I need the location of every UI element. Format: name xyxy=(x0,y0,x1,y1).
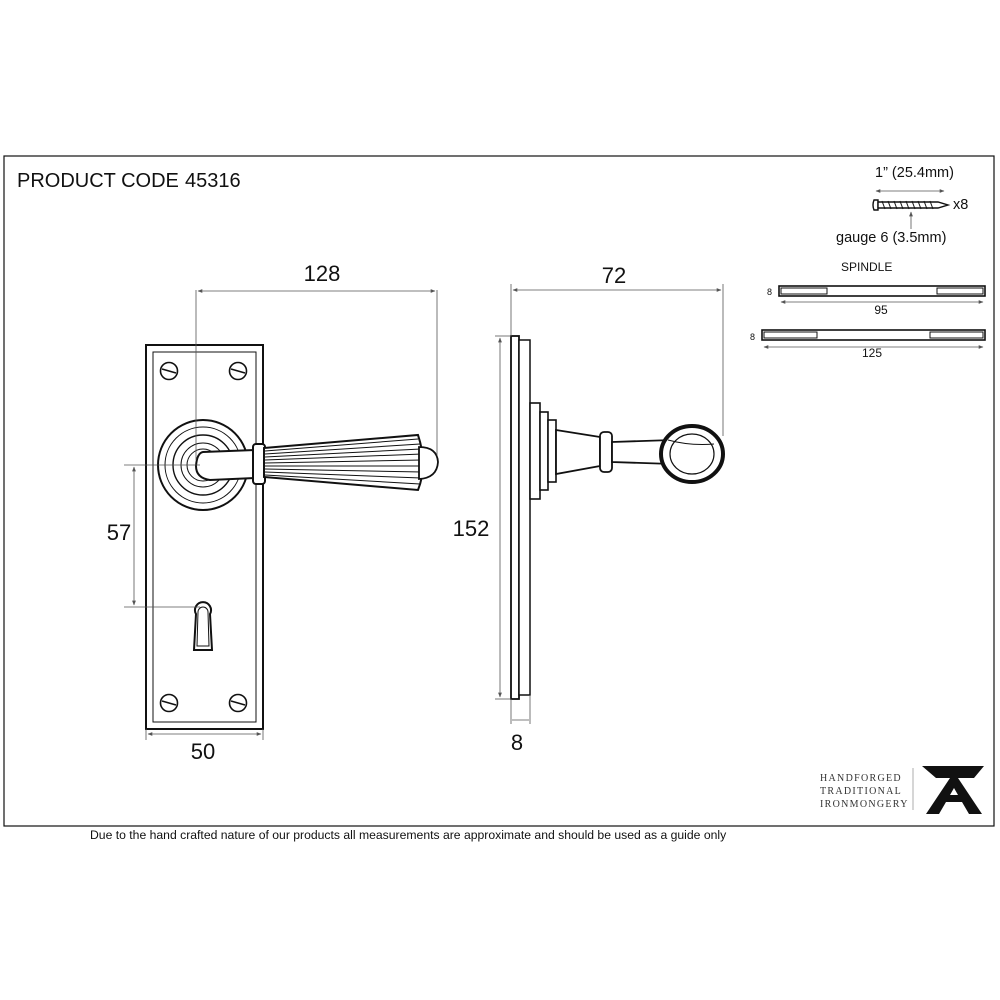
screw-length-label: 1” (25.4mm) xyxy=(875,165,954,181)
dim-plate-height: 152 xyxy=(453,516,490,541)
disclaimer-text: Due to the hand crafted nature of our pr… xyxy=(90,828,727,842)
anvil-logo-icon xyxy=(922,766,984,814)
brand-line-2: TRADITIONAL xyxy=(820,786,902,797)
side-plate xyxy=(510,335,520,700)
dim-plate-width: 50 xyxy=(191,739,215,764)
product-code-value: 45316 xyxy=(185,170,241,192)
lever-reeds xyxy=(264,438,423,485)
screw-gauge-label: gauge 6 (3.5mm) xyxy=(836,230,946,246)
lever-neck xyxy=(194,448,256,482)
screw-quantity: x8 xyxy=(953,197,968,213)
brand-line-3: IRONMONGERY xyxy=(820,799,909,810)
spindle-short xyxy=(778,285,986,297)
keyhole-icon xyxy=(192,601,214,651)
brand-line-1: HANDFORGED xyxy=(820,773,902,784)
screw-icon xyxy=(872,199,951,211)
side-shank xyxy=(555,428,601,476)
backplate-inner-edge xyxy=(152,351,257,723)
spindle-long xyxy=(761,329,986,341)
dim-plate-thickness: 8 xyxy=(511,730,523,755)
side-plate-step xyxy=(518,339,531,696)
drawing-frame xyxy=(3,155,995,827)
screw-hole-icon xyxy=(159,361,248,713)
front-view: 128 57 50 xyxy=(107,261,439,764)
backplate xyxy=(145,344,264,730)
spindle-long-length: 125 xyxy=(862,346,882,360)
spindle-spec: SPINDLE 8 95 8 125 xyxy=(750,260,986,360)
lever-finial xyxy=(418,446,439,480)
product-code-label: PRODUCT CODE xyxy=(17,170,179,192)
brand-block: HANDFORGED TRADITIONAL IRONMONGERY xyxy=(820,766,984,814)
screw-spec: 1” (25.4mm) x8 gauge 6 (3.5mm) xyxy=(836,165,968,246)
dim-handle-projection: 128 xyxy=(304,261,341,286)
spindle-long-thickness: 8 xyxy=(750,332,755,342)
spindle-short-length: 95 xyxy=(874,303,888,317)
spindle-short-thickness: 8 xyxy=(767,287,772,297)
dim-side-projection: 72 xyxy=(602,263,626,288)
side-view: 72 152 8 xyxy=(453,263,725,755)
spindle-title: SPINDLE xyxy=(841,260,892,274)
dim-centre-distance: 57 xyxy=(107,520,131,545)
